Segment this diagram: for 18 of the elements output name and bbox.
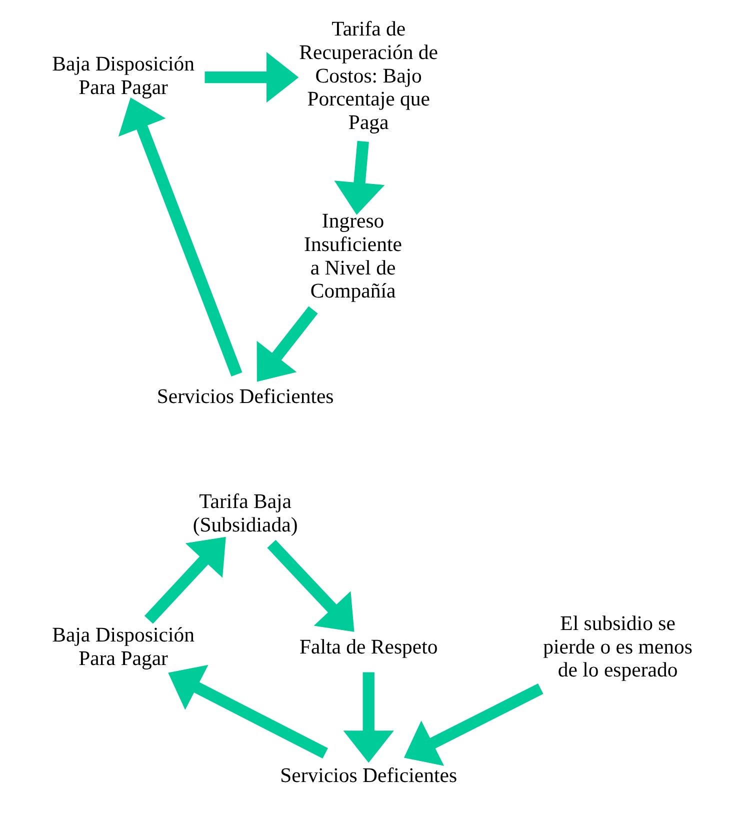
- arrow: [343, 672, 394, 763]
- node-text: Tarifa de Recuperación de Costos: Bajo Porcentaje que Paga: [299, 18, 438, 134]
- node-text: Baja Disposición Para Pagar: [52, 54, 194, 99]
- arrow: [204, 52, 299, 103]
- arrow: [118, 97, 242, 377]
- arrow: [168, 664, 328, 759]
- node-text: Servicios Deficientes: [156, 386, 334, 408]
- node-text: Tarifa Baja (Subsidiada): [192, 490, 298, 536]
- node-text: Ingreso Insuficiente a Nivel de Compañía: [304, 210, 402, 303]
- arrow: [256, 306, 318, 382]
- node-text: Baja Disposición Para Pagar: [52, 624, 194, 670]
- arrow: [267, 540, 354, 632]
- node-text: Falta de Respeto: [299, 636, 438, 658]
- node-text: El subsidio se pierde o es menos de lo esperado: [543, 612, 692, 682]
- node-text: Servicios Deficientes: [280, 764, 458, 787]
- arrow: [404, 683, 544, 766]
- arrow: [144, 536, 226, 624]
- arrow: [334, 140, 385, 215]
